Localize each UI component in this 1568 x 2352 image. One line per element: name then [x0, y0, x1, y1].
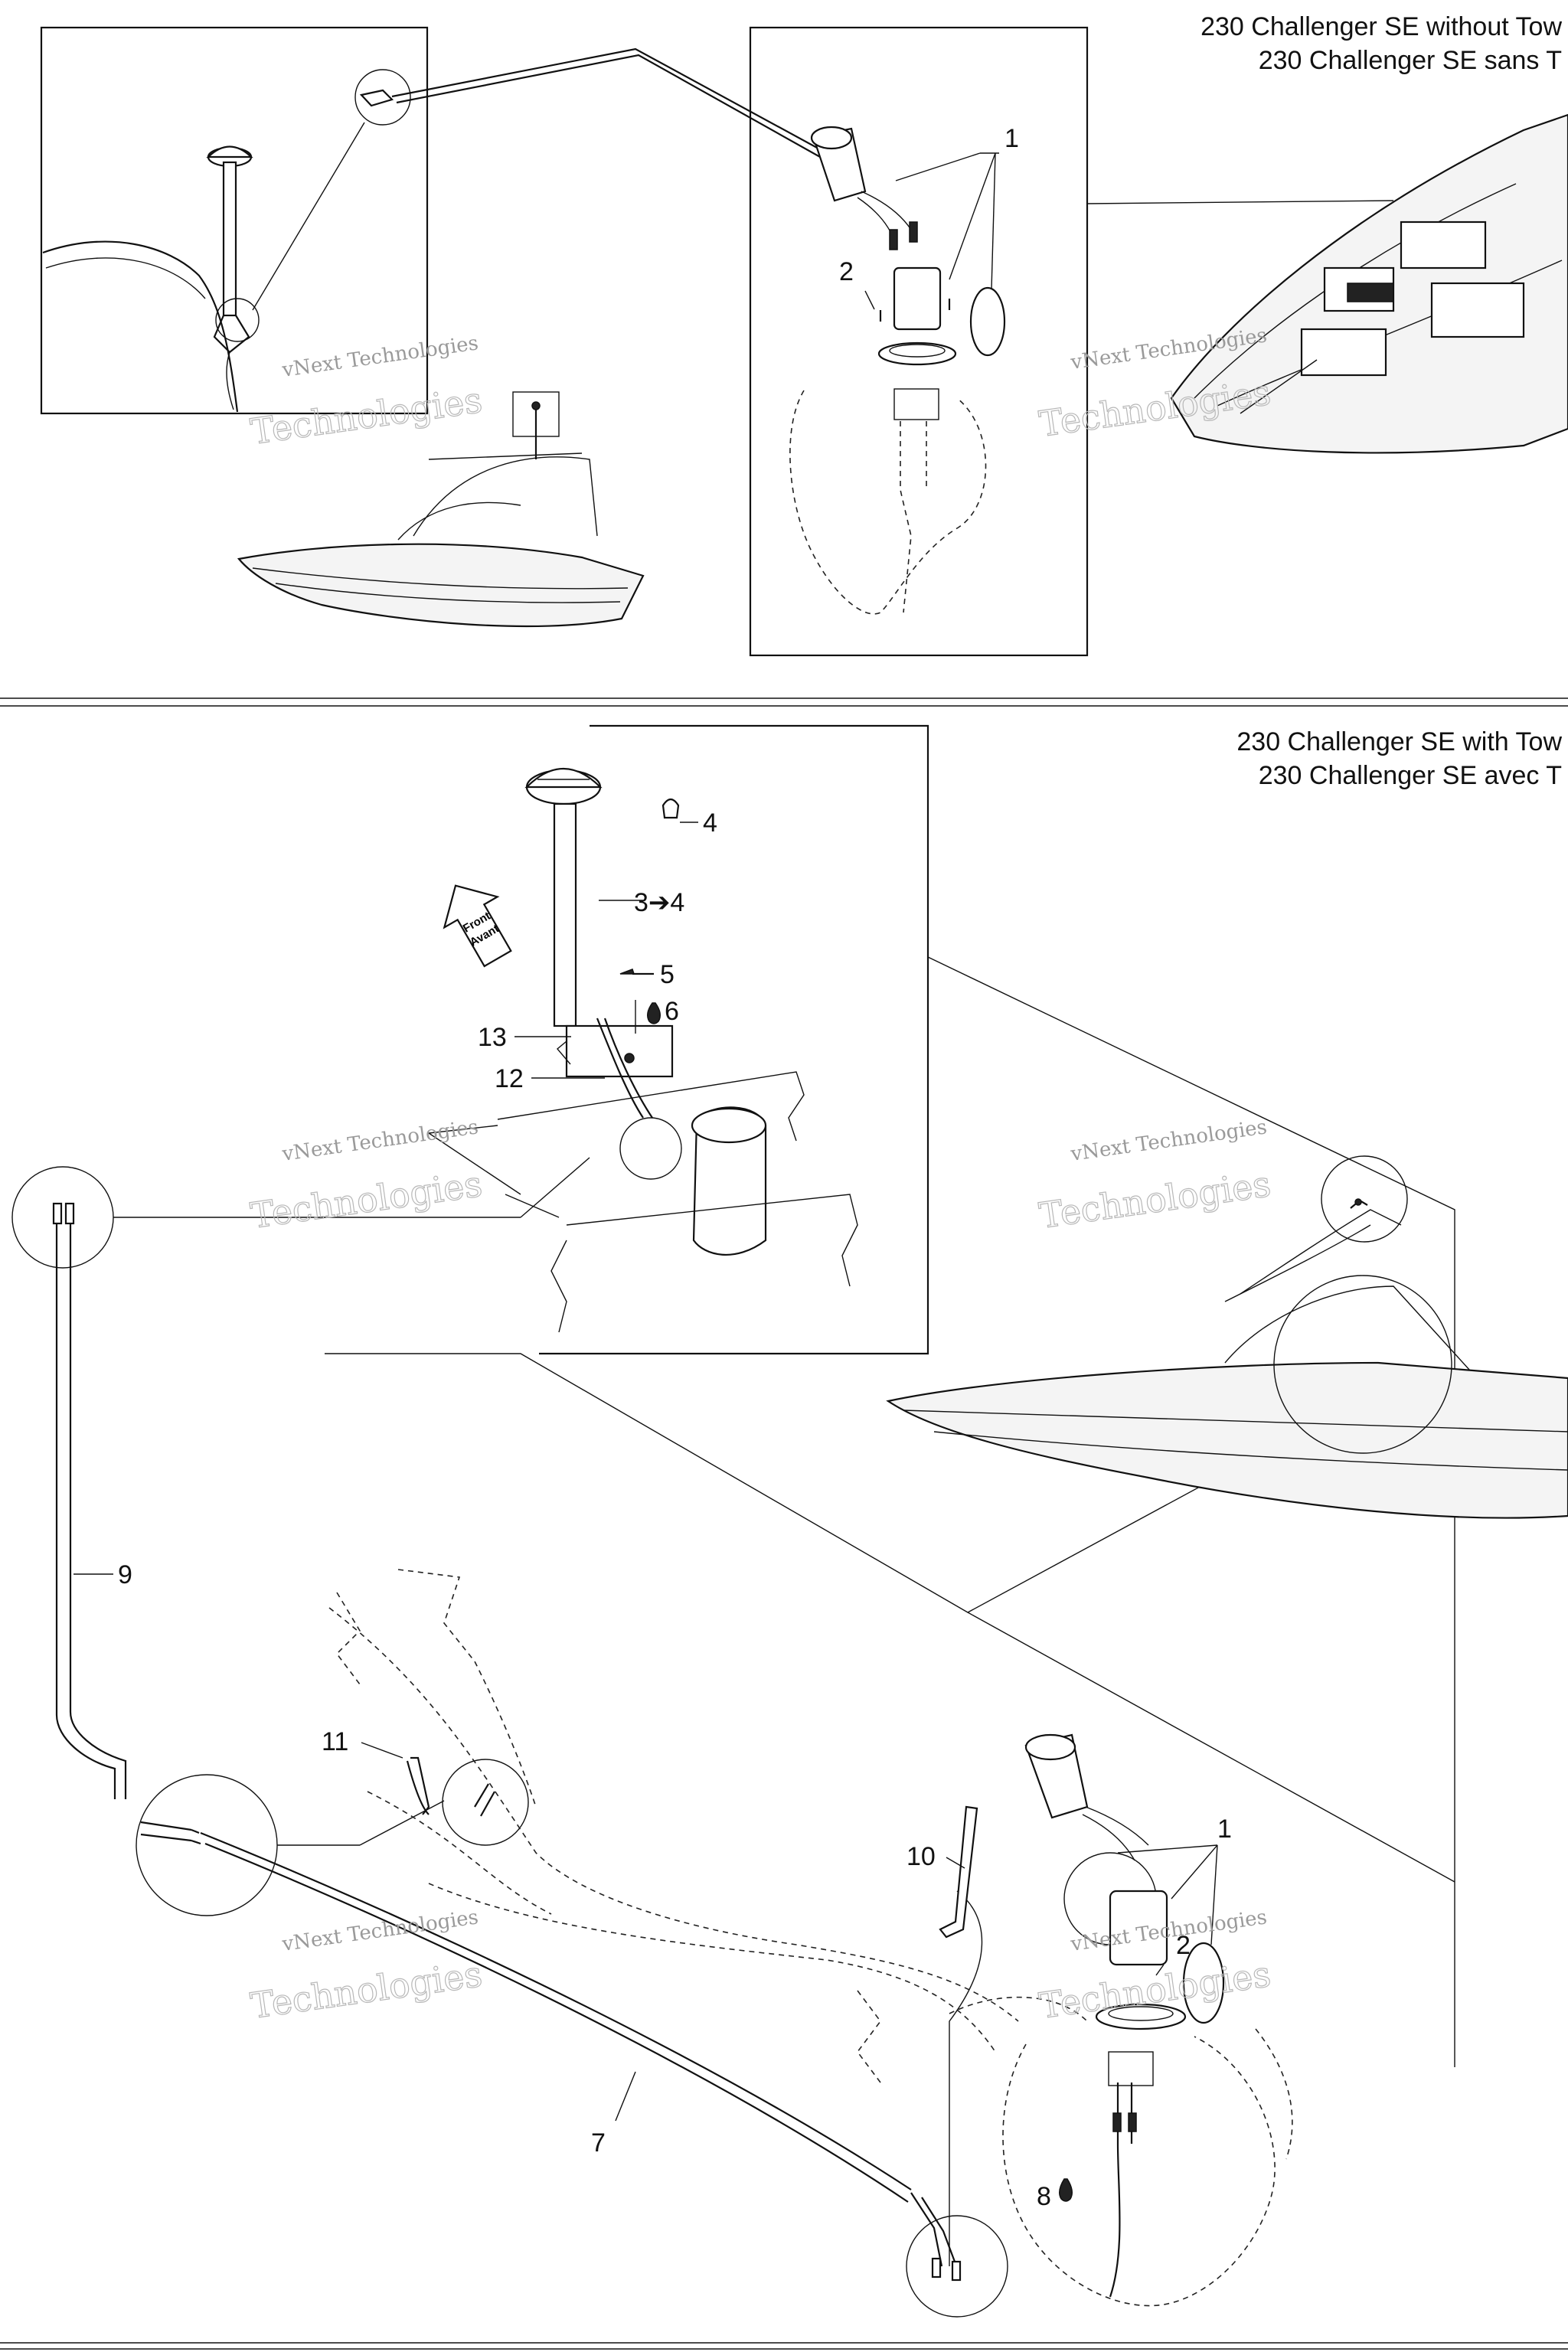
callout-6: 6 — [665, 997, 679, 1026]
watermark-text: vNext Technologies — [280, 1116, 480, 1166]
part-10 — [939, 1805, 978, 1939]
watermark-text: vNext Technologies — [280, 1906, 480, 1956]
boat-side-view-small — [237, 391, 645, 628]
sealant-drop-icon — [647, 1002, 661, 1024]
callout-8: 8 — [1037, 2182, 1051, 2211]
watermark-5: vNext Technologies Technologies — [247, 1906, 485, 2027]
title-with-tow-fr: 230 Challenger SE avec T — [1259, 761, 1562, 790]
detail-circle-connector — [354, 69, 411, 126]
watermark-outline: Technologies — [248, 379, 485, 452]
boat-with-tower — [886, 1155, 1568, 1519]
pole-light-inset — [42, 145, 260, 413]
callout-2-top: 2 — [839, 257, 854, 286]
cable-7 — [200, 1831, 1008, 2318]
watermark-outline: Technologies — [248, 1163, 485, 1236]
callout-2-bottom: 2 — [1176, 1931, 1191, 1960]
section-with-tow: 230 Challenger SE with Tow 230 Challenge… — [11, 724, 1568, 2318]
callout-10: 10 — [906, 1842, 936, 1871]
watermark-text: vNext Technologies — [1069, 1116, 1269, 1166]
connector-housing-bottom — [857, 1733, 1293, 2307]
inset-box-pole-light — [40, 26, 429, 415]
callout-1-bottom: 1 — [1217, 1815, 1232, 1844]
callout-13: 13 — [478, 1023, 507, 1052]
watermark-4: vNext Technologies Technologies — [1036, 1116, 1273, 1236]
callout-9: 9 — [118, 1560, 132, 1589]
callout-12: 12 — [495, 1064, 524, 1093]
front-arrow: Front Avant — [443, 884, 512, 968]
watermark-1: vNext Technologies Technologies — [247, 332, 485, 452]
leader-box-right — [927, 956, 1455, 2067]
tower-pole-light — [427, 767, 858, 1333]
title-without-tow-fr: 230 Challenger SE sans T — [1259, 46, 1562, 75]
callout-1-top: 1 — [1004, 124, 1019, 153]
title-with-tow-en: 230 Challenger SE with Tow — [1236, 727, 1562, 756]
callout-3: 3➔4 — [634, 888, 684, 917]
watermark-outline: Technologies — [248, 1953, 485, 2027]
watermark-outline: Technologies — [1037, 1163, 1273, 1236]
callout-5: 5 — [660, 960, 675, 989]
callout-4: 4 — [703, 808, 717, 838]
boat-top-view — [1170, 113, 1568, 454]
callout-11: 11 — [322, 1727, 348, 1756]
connector-housing-top — [789, 126, 1006, 615]
inset-box-connector — [749, 26, 1089, 657]
section-without-tow: 230 Challenger SE without Tow 230 Challe… — [40, 12, 1568, 657]
callout-7: 7 — [591, 2128, 606, 2158]
watermark-text: vNext Technologies — [280, 332, 480, 382]
part-11 — [406, 1756, 529, 1846]
bulb-icon — [662, 798, 680, 819]
cable-top — [391, 47, 828, 154]
title-without-tow-en: 230 Challenger SE without Tow — [1200, 12, 1562, 41]
inset-box-tower-light — [539, 724, 929, 1355]
watermark-3: vNext Technologies Technologies — [247, 1116, 485, 1236]
harness-9 — [11, 1157, 590, 1916]
watermark-text: vNext Technologies — [1069, 1906, 1269, 1956]
